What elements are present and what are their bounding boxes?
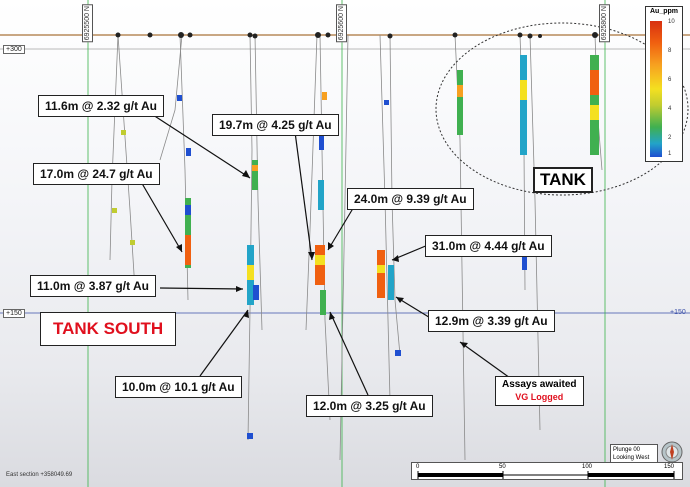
intercept-callout: 12.0m @ 3.25 g/t Au [306,395,433,417]
northing-label-3: 6925800 N [599,4,610,43]
legend-title: Au_ppm [650,8,678,15]
scale-bar: 0 50 100 150 [411,462,683,480]
intercept-callout: 11.6m @ 2.32 g/t Au [38,95,164,117]
view-orientation-box: Plunge 00 Looking West [610,444,658,464]
elevation-label-150-right: +150 [670,309,686,316]
intercept-callout: 31.0m @ 4.44 g/t Au [425,235,552,257]
vg-logged-label: VG Logged [515,392,564,402]
assays-awaited-label: Assays awaited [502,379,577,390]
legend-tick: 2 [668,135,672,141]
compass-icon[interactable] [661,441,683,463]
legend-color-ramp [650,21,662,157]
elevation-label-150-left: +150 [3,309,25,318]
northing-label-1: 6925500 N [82,4,93,43]
scale-tick: 50 [499,464,506,470]
section-position-label: East section +358049.69 [6,472,73,478]
leader-arrowheads [176,170,468,348]
assay-intervals [112,55,599,439]
legend-tick: 6 [668,77,672,83]
intercept-callout: 10.0m @ 10.1 g/t Au [115,376,242,398]
scale-tick: 0 [416,464,420,470]
tank-title: TANK [533,167,593,193]
scale-tick: 150 [664,464,675,470]
leader-lines [139,112,511,396]
scale-tick: 100 [582,464,593,470]
tank-zone-outline [435,22,689,196]
legend-tick: 1 [668,151,672,157]
elevation-label-300: +300 [3,45,25,54]
legend-tick: 10 [668,19,675,25]
intercept-callout: 24.0m @ 9.39 g/t Au [347,188,474,210]
intercept-callout: 17.0m @ 24.7 g/t Au [33,163,160,185]
au-ppm-legend: Au_ppm 10 8 6 4 2 1 [645,6,683,162]
tank-south-title: TANK SOUTH [40,312,177,346]
northing-label-2: 6925600 N [336,4,347,43]
collar-markers [115,32,598,39]
intercept-callout: 11.0m @ 3.87 g/t Au [30,275,156,297]
assays-awaited-box: Assays awaited VG Logged [495,376,584,406]
intercept-callout: 12.9m @ 3.39 g/t Au [428,310,555,332]
looking-label: Looking West [613,455,650,461]
intercept-callout: 19.7m @ 4.25 g/t Au [212,114,339,136]
legend-tick: 8 [668,48,672,54]
legend-tick: 4 [668,106,672,112]
plunge-label: Plunge 00 [613,447,641,453]
